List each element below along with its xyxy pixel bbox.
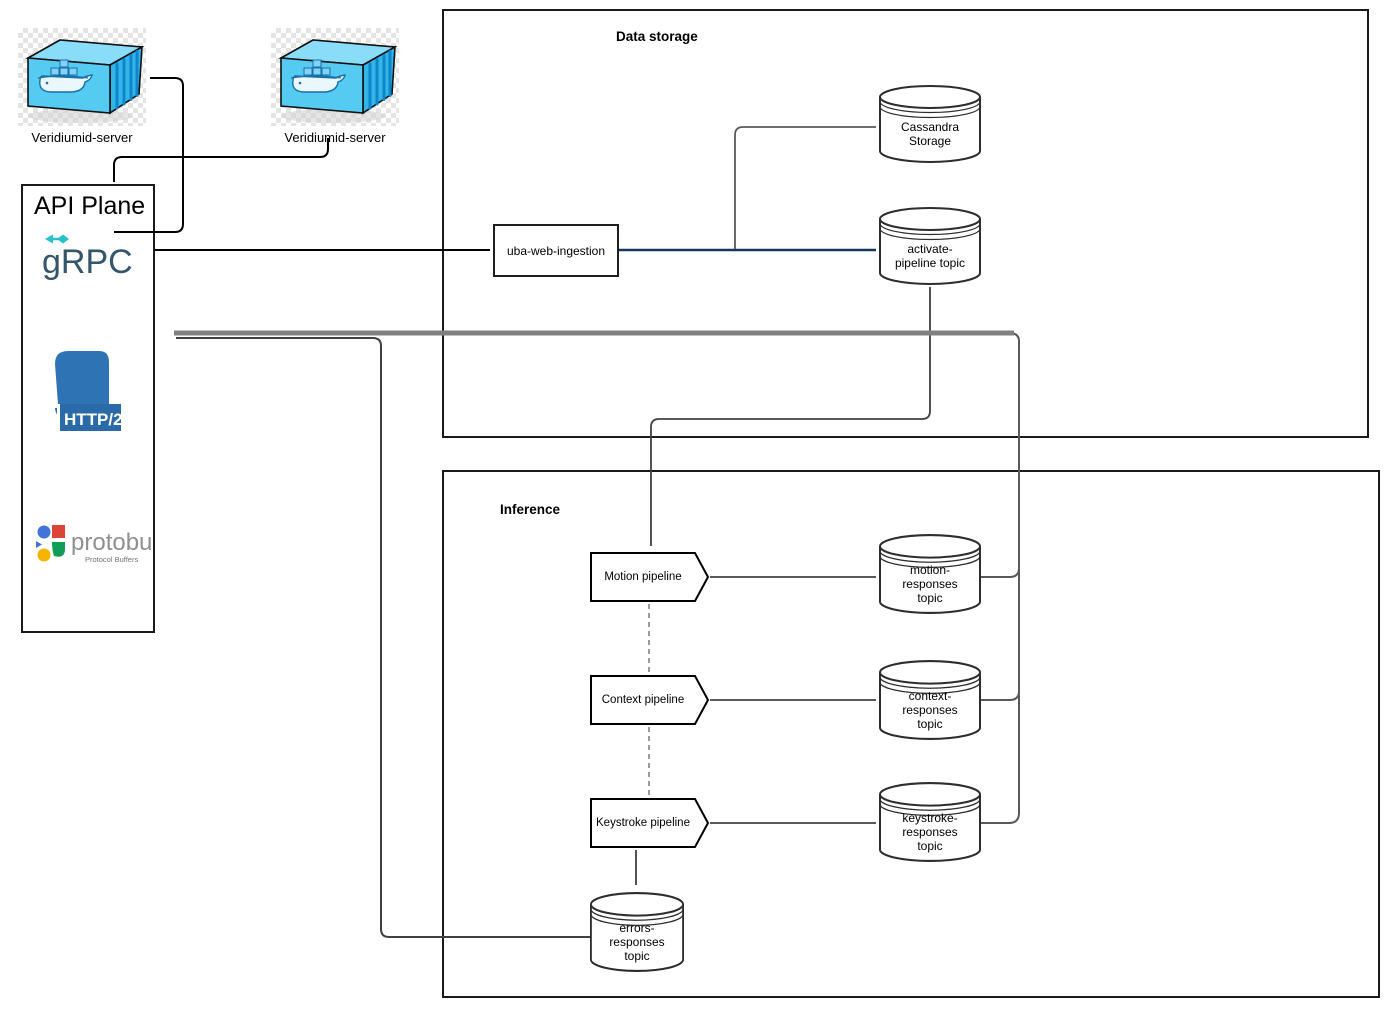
cassandra-storage-node: Cassandra Storage bbox=[879, 84, 981, 164]
grpc-logo: gRPC bbox=[37, 230, 145, 282]
inference-title: Inference bbox=[500, 502, 561, 517]
motion-pipeline-node: Motion pipeline bbox=[590, 552, 710, 602]
protobuf-icon bbox=[36, 525, 65, 562]
keystroke-pipeline-label: Keystroke pipeline bbox=[596, 817, 690, 829]
context-pipeline-node: Context pipeline bbox=[590, 675, 710, 725]
activate-pipeline-topic-node: activate- pipeline topic bbox=[879, 206, 981, 286]
context-responses-topic-label: context- responses topic bbox=[902, 688, 958, 732]
protobuf-logo-subtext: Protocol Buffers bbox=[85, 555, 138, 564]
cassandra-storage-label: Cassandra Storage bbox=[900, 119, 960, 148]
api-plane-title: API Plane bbox=[34, 192, 146, 220]
keystroke-pipeline-node: Keystroke pipeline bbox=[590, 798, 710, 848]
docker-container-image-right bbox=[271, 28, 399, 126]
data-storage-title: Data storage bbox=[616, 29, 698, 44]
docker-container-image-left bbox=[18, 28, 146, 126]
http2-logo: HTTP/2 bbox=[47, 348, 123, 438]
errors-responses-topic-label: errors- responses topic bbox=[609, 920, 665, 964]
context-responses-topic-node: context- responses topic bbox=[879, 659, 981, 741]
grpc-logo-text: gRPC bbox=[42, 243, 133, 281]
uba-web-ingestion-node: uba-web-ingestion bbox=[493, 224, 619, 277]
context-pipeline-label: Context pipeline bbox=[601, 694, 685, 706]
activate-pipeline-topic-label: activate- pipeline topic bbox=[894, 241, 966, 270]
keystroke-responses-topic-label: keystroke- responses topic bbox=[902, 810, 958, 854]
protobuf-logo: protobuf Protocol Buffers bbox=[33, 522, 159, 568]
motion-responses-topic-label: motion- responses topic bbox=[902, 562, 958, 606]
docker-whale-icon bbox=[290, 59, 346, 93]
http2-logo-text: HTTP/2 bbox=[64, 410, 123, 429]
uba-web-ingestion-label: uba-web-ingestion bbox=[506, 243, 606, 258]
docker-whale-icon bbox=[37, 59, 93, 93]
grpc-arrow-icon bbox=[45, 234, 69, 244]
api-plane-group: API Plane gRPC HTTP/2 bbox=[21, 184, 159, 633]
protobuf-logo-text: protobuf bbox=[71, 529, 151, 556]
motion-responses-topic-node: motion- responses topic bbox=[879, 533, 981, 615]
motion-pipeline-label: Motion pipeline bbox=[604, 571, 682, 583]
errors-responses-topic-node: errors- responses topic bbox=[590, 891, 684, 973]
keystroke-responses-topic-node: keystroke- responses topic bbox=[879, 781, 981, 863]
docker-right-label: Veridiumid-server bbox=[284, 130, 386, 145]
docker-left-label: Veridiumid-server bbox=[31, 130, 133, 145]
